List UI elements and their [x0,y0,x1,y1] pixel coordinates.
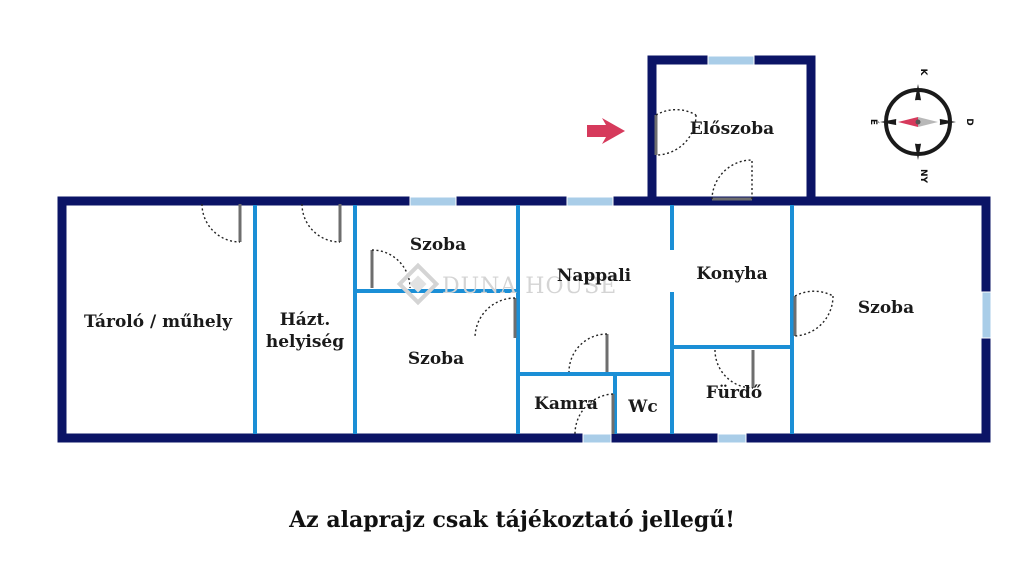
door [714,349,755,389]
compass-east-label: D [964,118,974,125]
door [568,333,609,373]
door [711,159,753,201]
door [654,108,697,156]
entrance-arrow-icon [587,118,625,144]
window [409,196,457,207]
room-label-furdo: Fürdő [706,383,762,403]
room-label-kamra: Kamra [534,394,598,414]
room-label-haztartasi-2: helyiség [266,332,344,352]
watermark: DUNA HOUSE [396,262,617,306]
room-labels: Tároló / műhely Házt. helyiség Szoba Szo… [84,119,914,417]
window [707,55,755,66]
door [201,203,242,243]
room-label-szoba-bottom: Szoba [408,349,464,369]
window [717,433,747,444]
room-label-eloszoba: Előszoba [690,119,774,139]
inner-walls [253,205,794,434]
watermark-text: DUNA HOUSE [442,274,617,299]
room-label-szoba-top: Szoba [410,235,466,255]
door [370,249,411,289]
door [793,290,834,337]
compass-north-label: K [918,69,928,77]
compass-west-label: É [868,119,880,125]
compass-south-label: NY [918,169,928,184]
room-label-nappali: Nappali [557,266,632,286]
disclaimer-text: Az alaprajz csak tájékoztató jellegű! [289,507,735,533]
door [474,297,517,339]
room-label-szoba-right: Szoba [858,298,914,318]
door [301,203,342,243]
door [574,393,615,435]
window [582,433,612,444]
outer-walls [57,55,991,443]
window [981,291,992,339]
room-label-tarolo: Tároló / műhely [84,312,233,332]
room-label-wc: Wc [627,397,657,417]
window [566,196,614,207]
room-label-konyha: Konyha [696,264,767,284]
room-label-haztartasi-1: Házt. [280,310,331,330]
compass-icon: K D NY É [868,69,974,184]
doors [201,108,834,435]
windows [409,55,992,444]
